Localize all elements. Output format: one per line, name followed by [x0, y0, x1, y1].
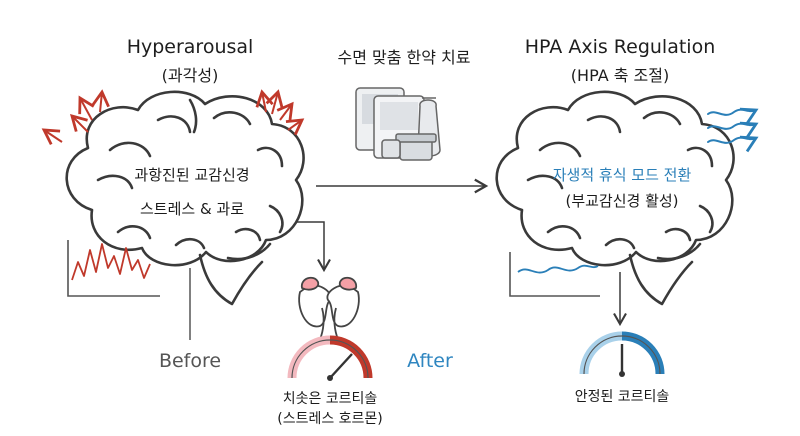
herbal-medicine-icon — [355, 87, 441, 161]
after-brain-line1: 자생적 휴식 모드 전환 — [552, 166, 692, 184]
before-tag: Before — [158, 350, 222, 372]
treatment-label: 수면 맞춤 한약 치료 — [337, 48, 471, 67]
after-subtitle: (HPA 축 조절) — [570, 66, 670, 85]
high-cortisol-gauge-icon — [287, 335, 373, 381]
before-title: Hyperarousal — [126, 36, 254, 58]
after-title: HPA Axis Regulation — [524, 36, 716, 58]
high-cortisol-sublabel: (스트레스 호르몬) — [277, 411, 383, 427]
stable-cortisol-gauge-icon — [579, 331, 665, 377]
after-brain-line2: (부교감신경 활성) — [565, 192, 679, 210]
to-kidney-arrow — [296, 221, 331, 273]
high-cortisol-label: 치솟은 코르티솔 — [282, 391, 378, 407]
kidney-icon — [298, 276, 360, 345]
left-brain-icon — [65, 90, 305, 306]
calm-chart-icon — [509, 252, 600, 297]
after-tag: After — [407, 350, 453, 372]
calm-waves-icon — [707, 107, 759, 153]
stress-chart-icon — [67, 240, 160, 297]
before-brain-line1: 과항진된 교감신경 — [134, 166, 250, 184]
before-brain-line2: 스트레스 & 과로 — [139, 200, 245, 218]
stable-cortisol-label: 안정된 코르티솔 — [574, 389, 670, 405]
stress-arrows-icon — [41, 89, 305, 146]
before-subtitle: (과각성) — [161, 66, 219, 85]
